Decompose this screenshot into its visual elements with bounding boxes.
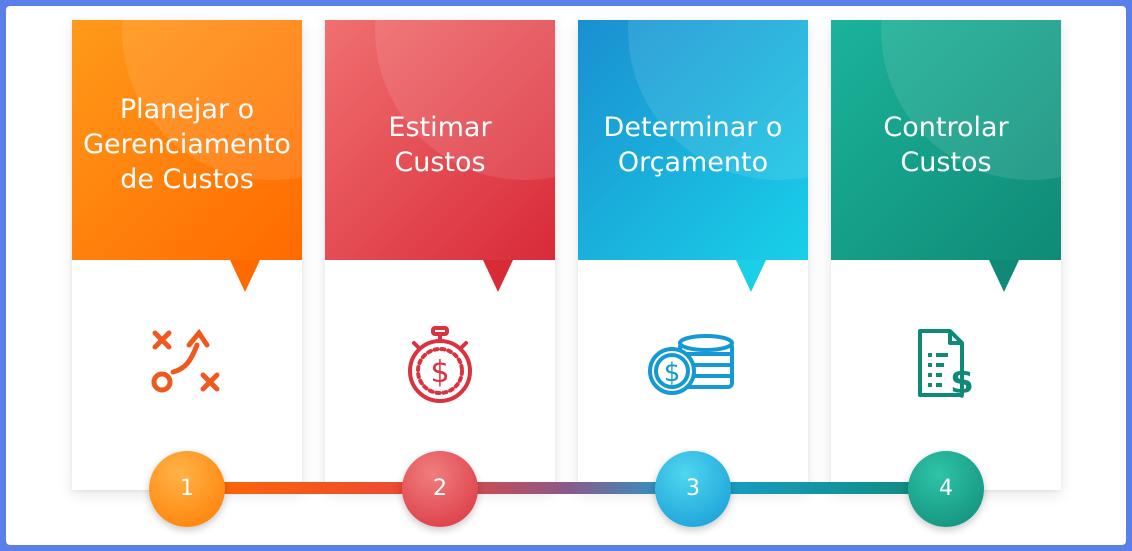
timeline-connector [186, 482, 946, 494]
step-pointer-1 [230, 260, 260, 292]
step-card-3: Determinar o Orçamento $ [578, 20, 808, 490]
step-number-2: 2 [402, 451, 478, 527]
step-title-3: Determinar o Orçamento [603, 112, 783, 178]
step-pointer-3 [736, 260, 766, 292]
step-card-4: Controlar Custos $ [831, 20, 1061, 490]
step-card-2: Estimar Custos $ [325, 20, 555, 490]
step-header-1: Planejar o Gerenciamento de Custos [72, 20, 302, 260]
svg-text:$: $ [664, 358, 681, 388]
step-header-4: Controlar Custos [831, 20, 1061, 260]
coins-stack-icon: $ [648, 334, 734, 395]
step-header-2: Estimar Custos [325, 20, 555, 260]
stopwatch-dollar-icon: $ [408, 326, 472, 403]
step-header-3: Determinar o Orçamento [578, 20, 808, 260]
document-dollar-icon: $ [918, 329, 974, 402]
diagram-canvas: Planejar o Gerenciamento de Custos Estim… [6, 6, 1126, 545]
svg-text:$: $ [950, 362, 974, 402]
svg-text:$: $ [430, 355, 449, 390]
step-card-1: Planejar o Gerenciamento de Custos [72, 20, 302, 490]
step-pointer-2 [483, 260, 513, 292]
step-number-3: 3 [655, 451, 731, 527]
strategy-play-icon [151, 328, 220, 393]
step-pointer-4 [989, 260, 1019, 292]
step-number-4: 4 [908, 451, 984, 527]
step-title-2: Estimar Custos [388, 112, 492, 178]
step-title-4: Controlar Custos [883, 112, 1009, 178]
step-title-1: Planejar o Gerenciamento de Custos [83, 94, 291, 195]
step-number-1: 1 [149, 451, 225, 527]
